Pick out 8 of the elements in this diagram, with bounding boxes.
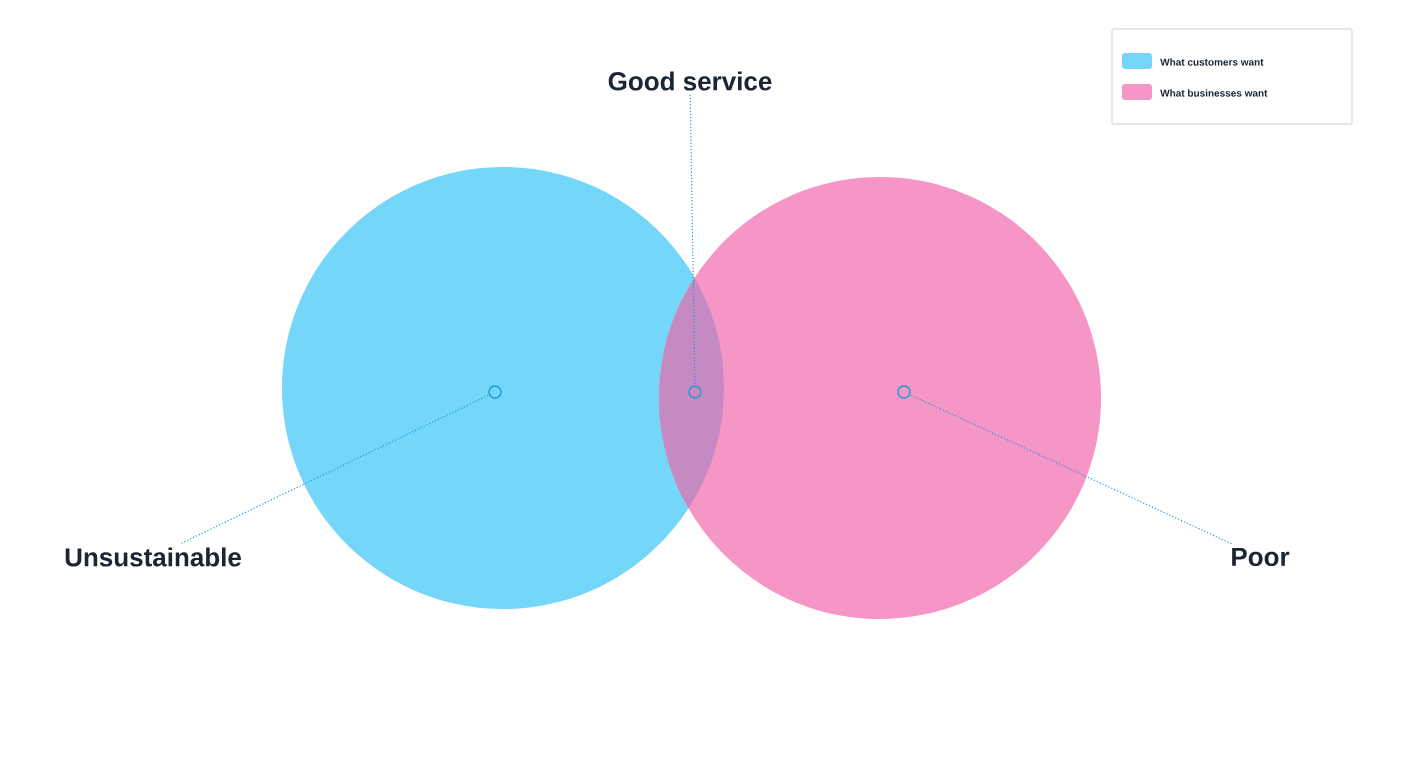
heading-label: Poor — [1232, 547, 1290, 567]
leader-line — [909, 394, 1232, 545]
legend-label: What businesses want — [1160, 89, 1268, 97]
leader-line — [689, 94, 696, 386]
legend-label: What customers want — [1160, 58, 1264, 66]
heading-label: Unsustainable — [65, 547, 241, 567]
heading-label: Good service — [608, 71, 772, 91]
leader-line — [180, 394, 490, 544]
